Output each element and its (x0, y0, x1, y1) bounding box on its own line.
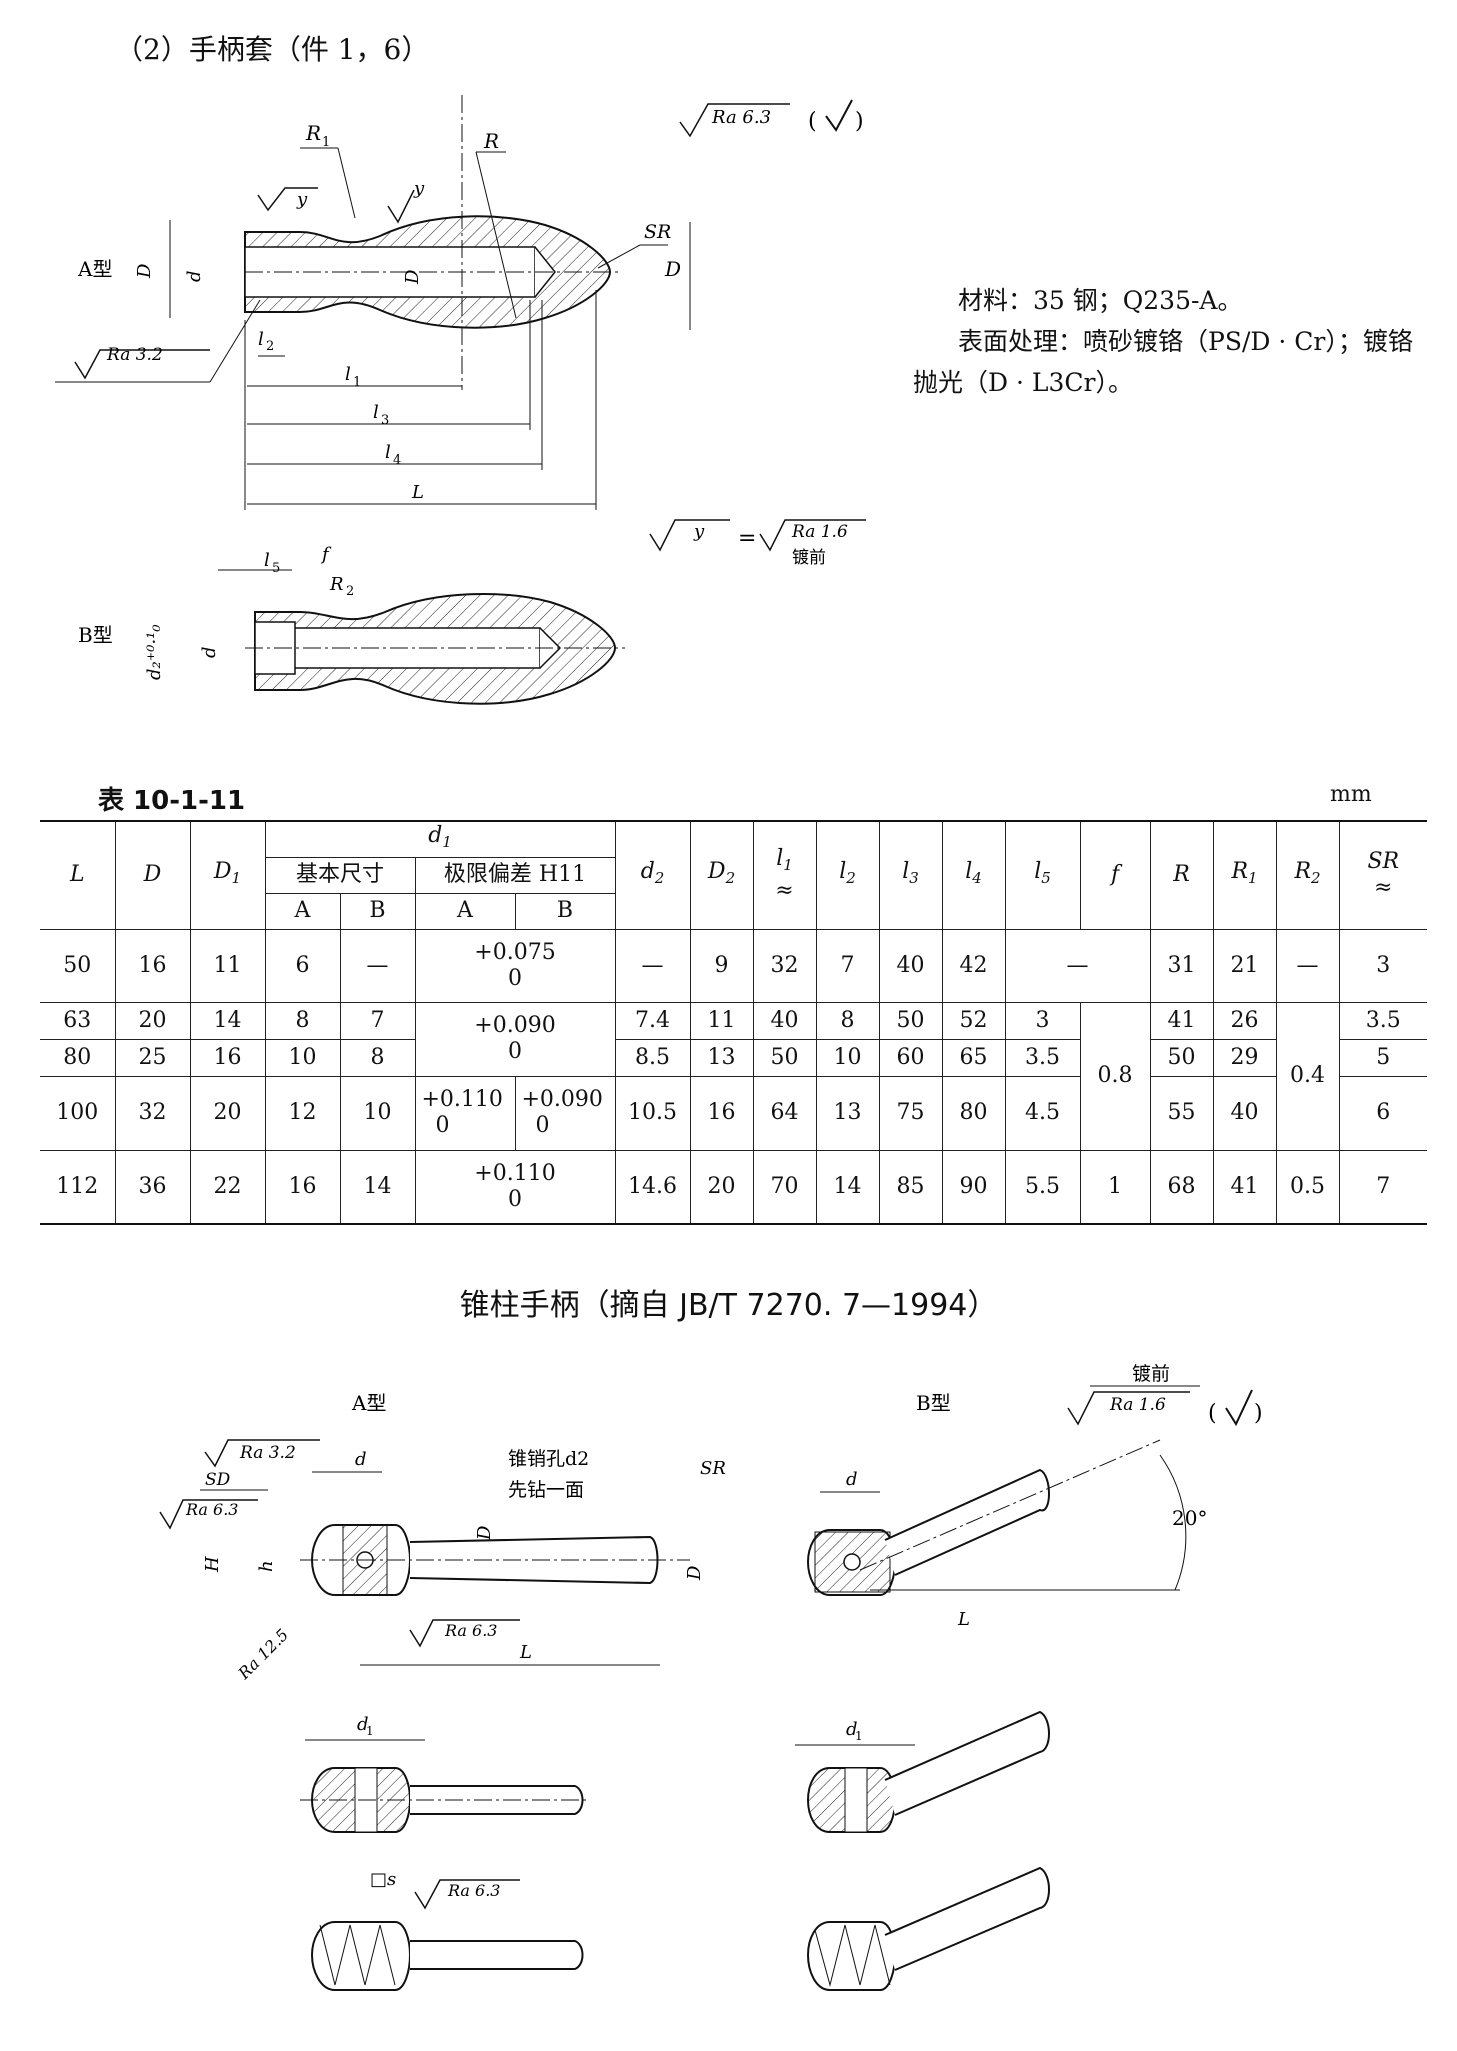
svg-text:4: 4 (393, 453, 401, 468)
standard-title: 锥柱手柄（摘自 JB/T 7270. 7—1994） (459, 1288, 998, 1323)
svg-text:□s: □s (370, 1869, 396, 1890)
svg-text:D: D (474, 1525, 495, 1541)
notes: 材料：35 钢；Q235-A。 表面处理：喷砂镀铬（PS/D · Cr）；镀铬 … (913, 280, 1433, 403)
svg-text:1: 1 (855, 1729, 863, 1743)
svg-text:y: y (413, 178, 425, 199)
section-title: （2）手柄套（件 1，6） (115, 33, 430, 66)
svg-text:d: d (357, 1714, 369, 1735)
svg-text:Ra 6.3: Ra 6.3 (447, 1881, 500, 1900)
svg-text:l: l (385, 442, 391, 463)
svg-text:R: R (305, 121, 321, 145)
tapered-handle-drawing: A型 B型 镀前 Ra 1.6 ( ) Ra 3.2 SD Ra 6.3 d 锥… (159, 1363, 1263, 1991)
svg-text:5: 5 (272, 561, 280, 576)
svg-text:Ra 6.3: Ra 6.3 (711, 107, 771, 128)
svg-text:L: L (411, 482, 424, 503)
svg-text:l: l (373, 402, 379, 423)
material-note: 材料：35 钢；Q235-A。 (958, 286, 1243, 315)
svg-text:Ra 6.3: Ra 6.3 (185, 1500, 238, 1519)
svg-text:锥销孔d2: 锥销孔d2 (508, 1448, 589, 1470)
svg-text:SR: SR (700, 1458, 726, 1479)
svg-text:B型: B型 (916, 1391, 951, 1415)
svg-text:R: R (483, 129, 499, 153)
svg-text:D: D (402, 269, 423, 285)
svg-text:l: l (345, 364, 351, 385)
svg-text:l: l (258, 329, 264, 350)
svg-text:R: R (329, 574, 344, 595)
svg-text:SD: SD (205, 1470, 231, 1490)
svg-text:Ra 3.2: Ra 3.2 (239, 1443, 296, 1463)
svg-text:20°: 20° (1172, 1506, 1207, 1530)
svg-text:2: 2 (346, 584, 354, 599)
type-a-label: A型 (77, 257, 112, 281)
svg-text:y: y (693, 521, 705, 542)
svg-text:D: D (664, 257, 681, 281)
svg-text:镀前: 镀前 (792, 548, 826, 568)
svg-text:1: 1 (353, 375, 361, 390)
svg-text:=: = (738, 526, 756, 551)
svg-text:L: L (519, 1642, 532, 1663)
svg-text:Ra 3.2: Ra 3.2 (106, 345, 163, 365)
svg-text:A型: A型 (351, 1391, 386, 1415)
svg-text:Ra 1.6: Ra 1.6 (791, 522, 848, 542)
svg-text:Ra 12.5: Ra 12.5 (234, 1625, 292, 1683)
svg-text:d: d (199, 646, 220, 658)
svg-text:f: f (320, 544, 332, 565)
svg-text:1: 1 (322, 135, 330, 150)
svg-text:D: D (134, 263, 155, 279)
table-unit: mm (1330, 782, 1372, 807)
svg-text:l: l (264, 550, 270, 571)
svg-text:d: d (184, 270, 205, 282)
svg-text:镀前: 镀前 (1132, 1363, 1170, 1385)
roughness-symbol-general: Ra 6.3 ( ) (679, 99, 864, 138)
svg-text:2: 2 (266, 339, 274, 354)
svg-text:d: d (355, 1449, 367, 1470)
table-caption: 表 10-1-11 (98, 786, 246, 816)
svg-text:H: H (202, 1556, 223, 1573)
svg-text:先钻一面: 先钻一面 (508, 1479, 584, 1501)
svg-text:d: d (846, 1719, 858, 1740)
svg-text:1: 1 (366, 1724, 374, 1738)
svg-text:d: d (846, 1469, 858, 1490)
svg-text:d₂⁺⁰·¹₀: d₂⁺⁰·¹₀ (144, 624, 165, 680)
svg-text:): ) (855, 109, 864, 134)
spec-table: L D D1 d1 d2 D2 l1≈ l2 l3 l4 l5 f R R1 R… (40, 820, 1428, 1225)
variant-views: d1 d1 □s Ra 6.3 (300, 1710, 1050, 1991)
svg-text:Ra 1.6: Ra 1.6 (1109, 1395, 1166, 1415)
svg-text:3: 3 (381, 413, 389, 428)
surface-note-2: 抛光（D · L3Cr）。 (913, 368, 1133, 397)
svg-text:Ra 6.3: Ra 6.3 (444, 1621, 497, 1640)
svg-text:(: ( (808, 109, 817, 134)
svg-text:y: y (296, 189, 308, 210)
svg-text:): ) (1254, 1401, 1263, 1426)
type-b-label: B型 (78, 623, 113, 647)
svg-text:SR: SR (644, 221, 671, 243)
svg-text:D: D (684, 1565, 705, 1581)
surface-note-1: 表面处理：喷砂镀铬（PS/D · Cr）；镀铬 (958, 327, 1413, 356)
svg-text:h: h (256, 1560, 277, 1572)
svg-text:(: ( (1208, 1401, 1217, 1426)
svg-text:L: L (957, 1609, 970, 1630)
